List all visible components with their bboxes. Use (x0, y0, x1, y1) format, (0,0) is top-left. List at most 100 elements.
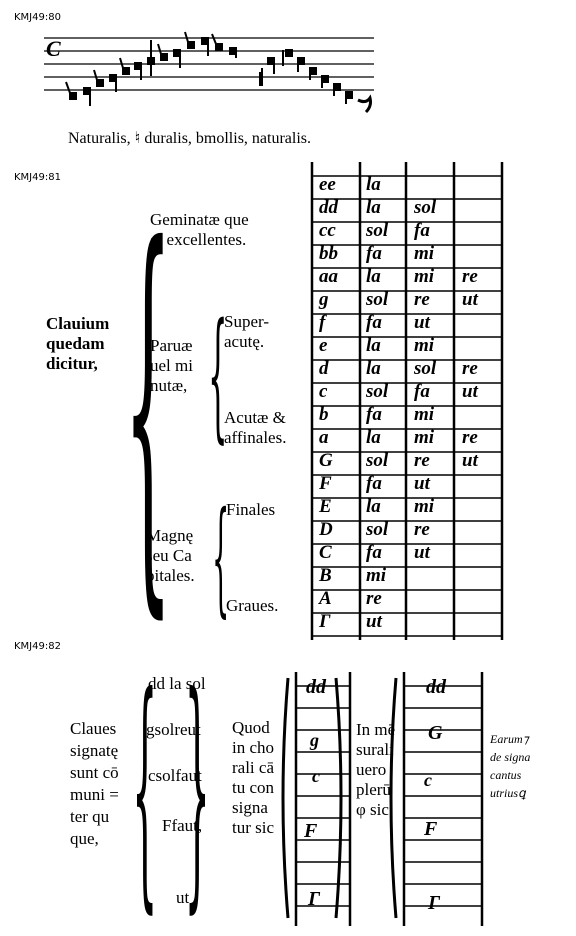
label-superacute: Super-acutę. (224, 312, 269, 351)
gamut-cell: mi (414, 496, 435, 517)
key-dd: dd la sol (148, 674, 206, 693)
gamut-cell: re (462, 427, 478, 448)
gamut-cell: cc (319, 220, 336, 241)
gamut-cell: ut (462, 381, 478, 402)
key-gamma: ut (176, 888, 190, 907)
gamut-cell: la (366, 335, 381, 356)
gamut-cell: ut (414, 542, 430, 563)
figure-tag-2: KMJ49:81 (14, 172, 61, 183)
gamut-cell: sol (414, 358, 437, 379)
gamut-cell: fa (366, 243, 382, 264)
gamut-cell: mi (414, 427, 435, 448)
c-clef-glyph: C (46, 36, 61, 61)
gamut-cell: fa (366, 542, 382, 563)
gamut-cell: mi (414, 404, 435, 425)
gamut-cell: fa (366, 404, 382, 425)
gamut-cell: Γ (319, 611, 331, 632)
gamut-cell: ut (366, 611, 382, 632)
descending-neumes (259, 49, 372, 114)
key-g: gsolreut (146, 720, 201, 739)
figure-tag-1: KMJ49:80 (14, 12, 61, 23)
gamut-cell: fa (414, 381, 430, 402)
staff-a-c: c (312, 766, 320, 786)
gamut-cell: ut (414, 473, 430, 494)
claues-brace: { (132, 643, 158, 934)
gamut-cell: D (319, 519, 333, 540)
gamut-cell: dd (319, 197, 338, 218)
label-graues: Graues. (226, 596, 279, 615)
gamut-cell: la (366, 197, 381, 218)
gamut-cell: re (462, 266, 478, 287)
gamut-cell: sol (366, 289, 389, 310)
gamut-cell: re (414, 450, 430, 471)
figure1-caption: Naturalis, ♮ duralis, bmollis, naturalis… (68, 130, 312, 147)
figure-tag-3: KMJ49:82 (14, 641, 61, 652)
staff-b-f: F (424, 818, 438, 840)
gamut-cell: fa (366, 473, 382, 494)
gamut-cell: G (319, 450, 333, 471)
staff-b-gamma: Γ (428, 892, 441, 914)
gamut-cell: sol (366, 450, 389, 471)
key-c: csolfaut (148, 766, 202, 785)
gamut-cell: bb (319, 243, 338, 264)
paruae-brace: { (208, 294, 228, 457)
staff-a-f: F (304, 820, 318, 842)
gamut-cell: la (366, 358, 381, 379)
gamut-cell: A (319, 588, 332, 609)
key-f: Ffaut, (162, 816, 203, 835)
gamut-cell: mi (366, 565, 387, 586)
gamut-cell: d (319, 358, 329, 379)
gamut-cell: c (319, 381, 328, 402)
gamut-cell: la (366, 266, 381, 287)
gamut-cell: fa (414, 220, 430, 241)
gamut-cell: sol (366, 519, 389, 540)
gamut-cell: ut (462, 450, 478, 471)
gamut-cell: B (319, 565, 332, 586)
staff-a-gamma: Γ (308, 888, 321, 910)
gamut-cell: C (319, 542, 332, 563)
gamut-cell: g (319, 289, 329, 310)
gamut-cell: aa (319, 266, 338, 287)
gamut-cell: mi (414, 243, 435, 264)
gamut-cell: re (366, 588, 382, 609)
staff-a-dd: dd (306, 676, 326, 698)
staff-b-c: c (424, 770, 432, 790)
gamut-cell: fa (366, 312, 382, 333)
gamut-cell: mi (414, 266, 435, 287)
staff-a-g: g (310, 730, 319, 750)
gamut-cell: la (366, 174, 381, 195)
gamut-cell: E (319, 496, 332, 517)
main-brace: { (124, 163, 173, 652)
gamut-cell: ut (414, 312, 430, 333)
gamut-cell: re (414, 519, 430, 540)
gamut-cell: ee (319, 174, 336, 195)
gamut-cell: e (319, 335, 328, 356)
gamut-cell: f (319, 312, 326, 333)
gamut-cell: mi (414, 335, 435, 356)
gamut-cell: la (366, 496, 381, 517)
gamut-cell: F (319, 473, 332, 494)
gamut-cell: a (319, 427, 329, 448)
gamut-cell: re (414, 289, 430, 310)
gamut-cell: re (462, 358, 478, 379)
magnae-brace: { (212, 486, 230, 630)
gamut-cell: sol (366, 381, 389, 402)
gamut-cell: b (319, 404, 329, 425)
gamut-cell: la (366, 427, 381, 448)
ascending-neumes (65, 31, 237, 106)
gamut-cell: sol (366, 220, 389, 241)
label-acutae: Acutæ &affinales. (224, 408, 287, 447)
gamut-cell: ut (462, 289, 478, 310)
staff-b-dd: dd (426, 676, 446, 698)
label-finales: Finales (226, 500, 276, 519)
